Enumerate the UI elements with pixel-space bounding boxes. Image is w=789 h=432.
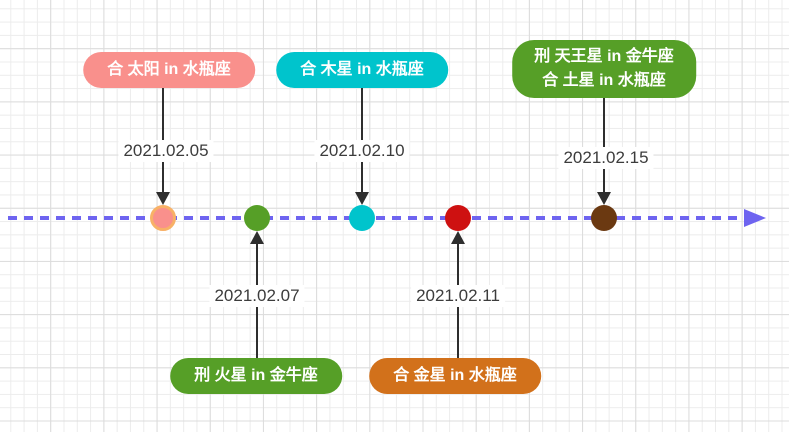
date-label-2[interactable]: 2021.02.07 (209, 285, 305, 307)
arrow-down-icon (355, 192, 369, 205)
timeline-dot-3[interactable] (349, 205, 375, 231)
arrow-up-icon (250, 231, 264, 244)
event-label-line1: 刑 天王星 in 金牛座 (534, 48, 674, 65)
event-box-sun-aquarius[interactable]: 合 太阳 in 水瓶座 (83, 52, 255, 88)
connector-line (603, 98, 605, 195)
arrow-down-icon (156, 192, 170, 205)
date-label-1[interactable]: 2021.02.05 (118, 140, 214, 162)
event-box-venus-aquarius[interactable]: 合 金星 in 水瓶座 (369, 358, 541, 394)
event-label-line2: 合 土星 in 水瓶座 (542, 72, 666, 89)
arrow-down-icon (597, 192, 611, 205)
timeline-dot-1[interactable] (150, 205, 176, 231)
event-box-uranus-saturn[interactable]: 刑 天王星 in 金牛座 合 土星 in 水瓶座 (512, 40, 696, 98)
date-label-3[interactable]: 2021.02.10 (314, 140, 410, 162)
date-label-5[interactable]: 2021.02.15 (558, 147, 654, 169)
event-box-jupiter-aquarius[interactable]: 合 木星 in 水瓶座 (276, 52, 448, 88)
timeline-dot-2[interactable] (244, 205, 270, 231)
date-label-4[interactable]: 2021.02.11 (411, 285, 505, 307)
timeline-dot-4[interactable] (445, 205, 471, 231)
timeline-dot-5[interactable] (591, 205, 617, 231)
timeline-axis[interactable] (8, 216, 746, 220)
event-box-mars-taurus[interactable]: 刑 火星 in 金牛座 (170, 358, 342, 394)
arrow-up-icon (451, 231, 465, 244)
timeline-arrowhead-icon (744, 209, 766, 227)
